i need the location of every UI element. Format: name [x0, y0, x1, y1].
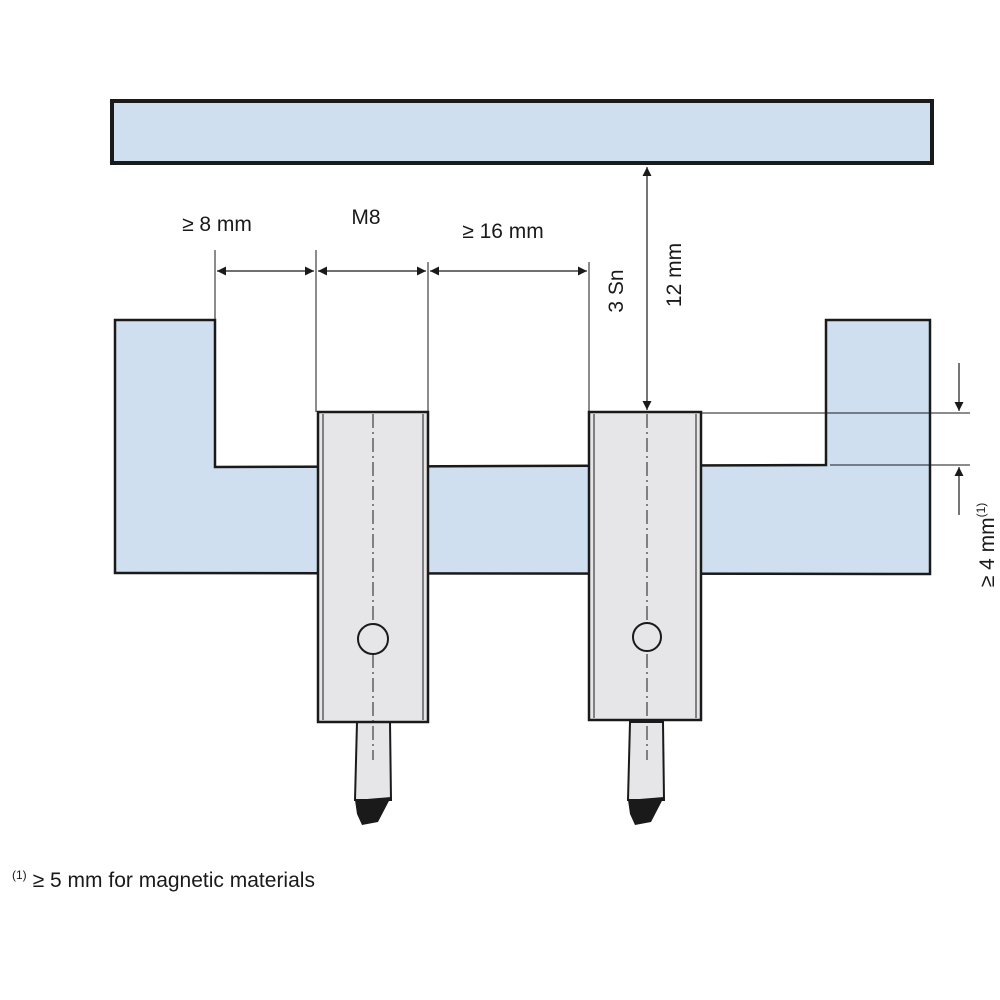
led-indicator-left: [357, 623, 389, 655]
sensor-cable-left: [353, 721, 393, 825]
target-plate: [110, 99, 934, 165]
extension-lines: [214, 250, 970, 466]
label-left-gap: ≥ 8 mm: [182, 213, 252, 236]
sensor-body-left: [316, 410, 430, 760]
sensor-body-right: [587, 410, 703, 760]
label-target-distance: 12 mm: [663, 243, 686, 307]
sensor-cable-right: [626, 721, 666, 825]
label-between-gap: ≥ 16 mm: [462, 220, 544, 243]
label-recess: ≥ 4 mm(1): [974, 503, 999, 588]
label-sensing-distance: 3 Sn: [605, 269, 628, 312]
label-sensor-size: M8: [351, 206, 380, 229]
footnote: (1)≥ 5 mm for magnetic materials: [12, 868, 315, 892]
mounting-block: [113, 318, 932, 576]
led-indicator-right: [632, 622, 662, 652]
